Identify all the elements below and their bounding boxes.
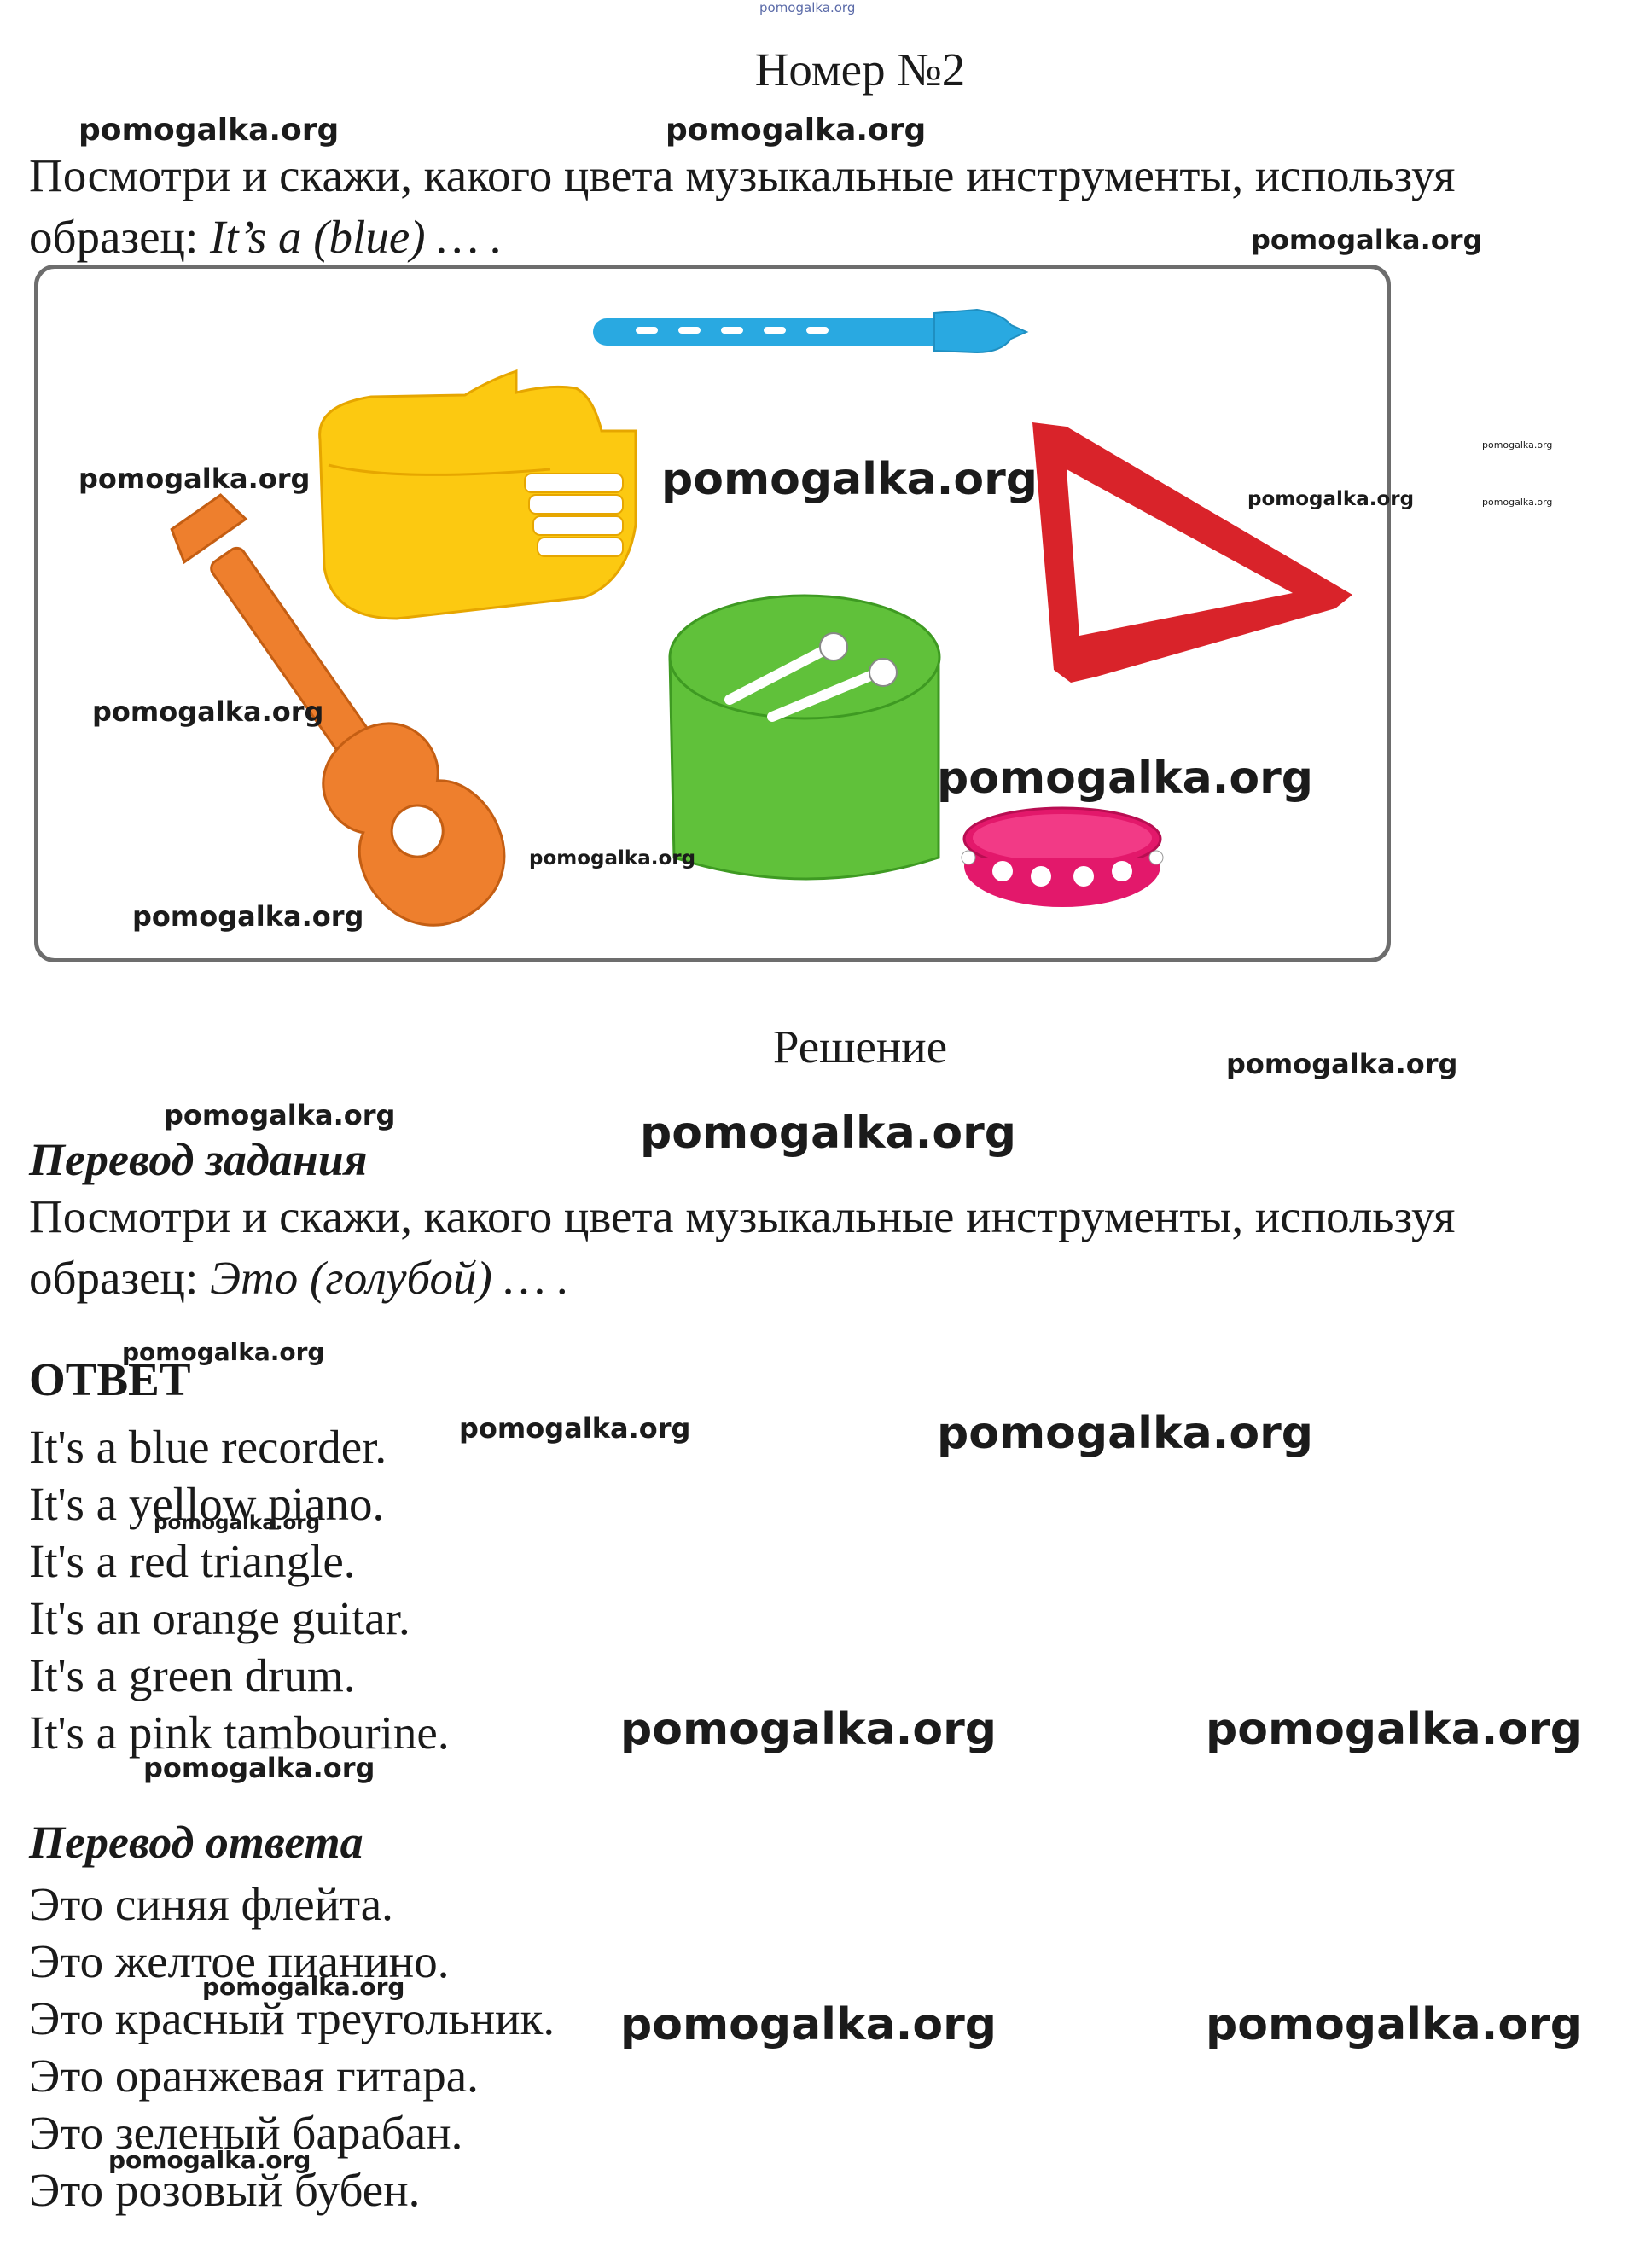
watermark: pomogalka.org <box>459 1412 691 1445</box>
task-example: It’s a (blue) … . <box>210 211 503 263</box>
watermark: pomogalka.org <box>937 1408 1314 1459</box>
task-translation-title: Перевод задания <box>29 1134 368 1185</box>
task-translation-body: Посмотри и скажи, какого цвета музыкальн… <box>29 1190 1456 1304</box>
watermark: pomogalka.org <box>661 454 1038 505</box>
watermark: pomogalka.org <box>92 695 324 728</box>
watermark: pomogalka.org <box>529 847 696 869</box>
watermark: pomogalka.org <box>1482 439 1553 451</box>
watermark: pomogalka.org <box>937 753 1314 804</box>
answer-line: It's a blue recorder. <box>29 1421 387 1473</box>
answer-translation-line: Это оранжевая гитара. <box>29 2050 479 2102</box>
piano-icon <box>318 369 637 620</box>
drum-icon <box>668 594 941 881</box>
watermark: pomogalka.org <box>1251 224 1483 256</box>
watermark: pomogalka.org <box>143 1752 375 1784</box>
recorder-icon <box>593 308 1029 354</box>
watermark: pomogalka.org <box>759 0 856 15</box>
answer-line: It's a red triangle. <box>29 1535 356 1587</box>
page-title: Номер №2 <box>754 44 966 96</box>
watermark: pomogalka.org <box>1226 1048 1458 1080</box>
watermark: pomogalka.org <box>202 1973 405 2001</box>
tambourine-icon <box>961 806 1164 907</box>
answer-line: It's a pink tambourine. <box>29 1707 450 1759</box>
answer-translation-line: Это синяя флейта. <box>29 1878 393 1930</box>
watermark: pomogalka.org <box>132 900 364 933</box>
instruments-illustration <box>34 265 1391 962</box>
watermark: pomogalka.org <box>640 1108 1017 1159</box>
answer-line: It's a yellow piano. <box>29 1478 385 1530</box>
task-translation-example: Это (голубой) … . <box>210 1252 569 1304</box>
watermark: pomogalka.org <box>108 2146 311 2174</box>
watermark: pomogalka.org <box>1482 497 1553 508</box>
answer-line: It's an orange guitar. <box>29 1592 410 1644</box>
watermark: pomogalka.org <box>78 113 340 148</box>
answer-translation-title: Перевод ответа <box>29 1817 363 1868</box>
instruments-drawing <box>170 308 1352 927</box>
answer-translation-line: Это желтое пианино. <box>29 1935 450 1987</box>
answer-translation-list: Это синяя флейта. Это желтое пианино. Эт… <box>29 1875 555 2219</box>
watermark: pomogalka.org <box>78 462 311 495</box>
task-text-body: Посмотри и скажи, какого цвета музыкальн… <box>29 149 1456 263</box>
watermark: pomogalka.org <box>164 1099 396 1131</box>
watermark: pomogalka.org <box>620 1999 997 2050</box>
watermark: pomogalka.org <box>1206 1999 1583 2050</box>
task-text: Посмотри и скажи, какого цвета музыкальн… <box>29 145 1608 268</box>
watermark: pomogalka.org <box>1247 488 1415 510</box>
watermark: pomogalka.org <box>154 1512 321 1534</box>
answer-translation-line: Это красный треугольник. <box>29 1992 555 2044</box>
solution-heading: Решение <box>772 1021 948 1073</box>
triangle-icon <box>1032 422 1352 683</box>
watermark: pomogalka.org <box>666 113 927 148</box>
guitar-icon <box>170 493 506 927</box>
answer-translation-line: Это зеленый барабан. <box>29 2107 463 2159</box>
answer-title: ОТВЕТ <box>29 1353 191 1405</box>
watermark: pomogalka.org <box>122 1338 325 1366</box>
answer-list: It's a blue recorder. It's a yellow pian… <box>29 1418 450 1761</box>
task-translation: Посмотри и скажи, какого цвета музыкальн… <box>29 1186 1608 1309</box>
answer-line: It's a green drum. <box>29 1649 356 1701</box>
watermark: pomogalka.org <box>620 1704 997 1755</box>
watermark: pomogalka.org <box>1206 1704 1583 1755</box>
answer-translation-line: Это розовый бубен. <box>29 2164 421 2216</box>
